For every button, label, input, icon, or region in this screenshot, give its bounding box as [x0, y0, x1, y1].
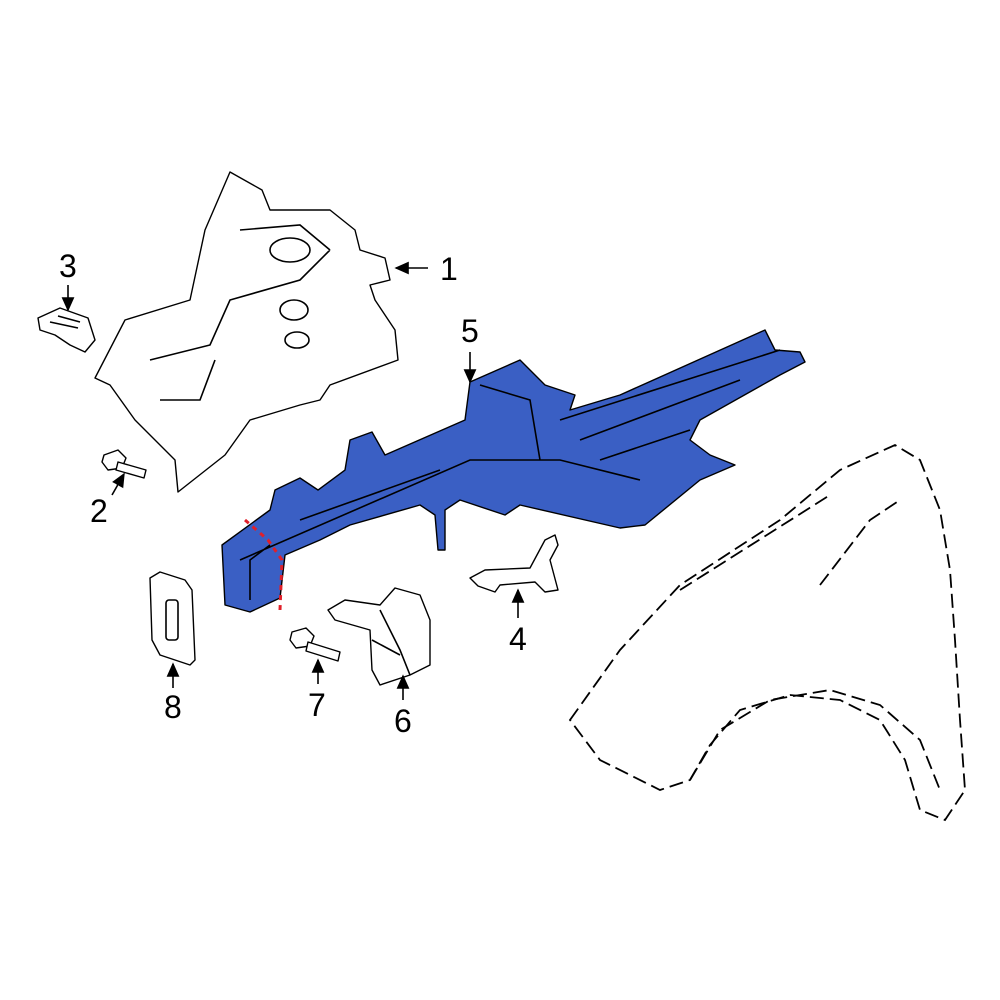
- callout-1[interactable]: 1: [440, 251, 458, 287]
- clip-bracket[interactable]: [37, 307, 96, 353]
- reinforcement-plate[interactable]: [149, 571, 196, 666]
- fender-outline: [568, 443, 966, 822]
- cut-line: [244, 518, 284, 611]
- callout-8[interactable]: 8: [164, 689, 182, 725]
- callout-4[interactable]: 4: [509, 621, 527, 657]
- bolt-7[interactable]: [289, 627, 341, 662]
- callout-2[interactable]: 2: [90, 493, 108, 529]
- apron-panel[interactable]: [94, 171, 399, 493]
- callout-7[interactable]: 7: [308, 687, 326, 723]
- callout-arrows: [61, 261, 525, 700]
- frame-rail[interactable]: [221, 329, 806, 613]
- callout-6[interactable]: 6: [394, 703, 412, 739]
- brace[interactable]: [469, 534, 559, 593]
- bolt-2[interactable]: [101, 449, 147, 479]
- mount-bracket[interactable]: [327, 587, 431, 686]
- callout-5[interactable]: 5: [461, 313, 479, 349]
- callout-3[interactable]: 3: [59, 248, 77, 284]
